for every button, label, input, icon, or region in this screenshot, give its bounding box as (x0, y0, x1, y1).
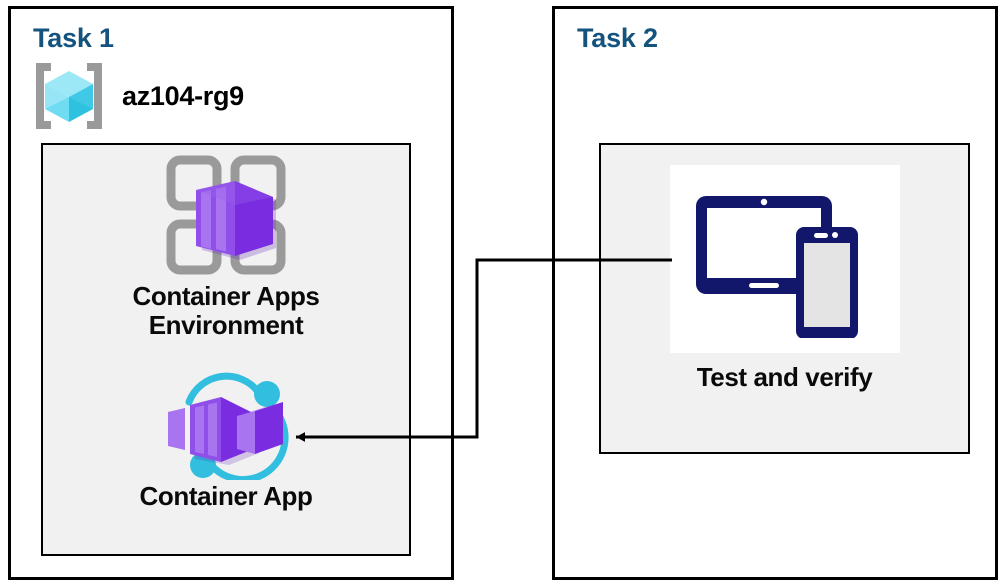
node-container-app[interactable]: Container App (41, 372, 411, 511)
resource-group-row: az104-rg9 (30, 58, 330, 134)
azure-resource-group-icon (30, 59, 108, 133)
node-test-and-verify-label: Test and verify (696, 362, 873, 392)
test-and-verify-icon-plate (669, 165, 900, 353)
node-container-app-label: Container App (139, 481, 313, 511)
node-container-apps-environment-label: Container Apps Environment (132, 281, 320, 341)
tablet-and-phone-devices-icon (690, 180, 880, 338)
azure-container-app-icon (151, 372, 301, 480)
azure-container-apps-environment-icon (163, 152, 289, 278)
resource-group-label: az104-rg9 (122, 80, 244, 111)
task-1-title: Task 1 (33, 23, 114, 53)
node-container-apps-environment[interactable]: Container Apps Environment (41, 152, 411, 341)
task-2-title: Task 2 (577, 23, 658, 53)
node-test-and-verify[interactable]: Test and verify (599, 165, 970, 392)
